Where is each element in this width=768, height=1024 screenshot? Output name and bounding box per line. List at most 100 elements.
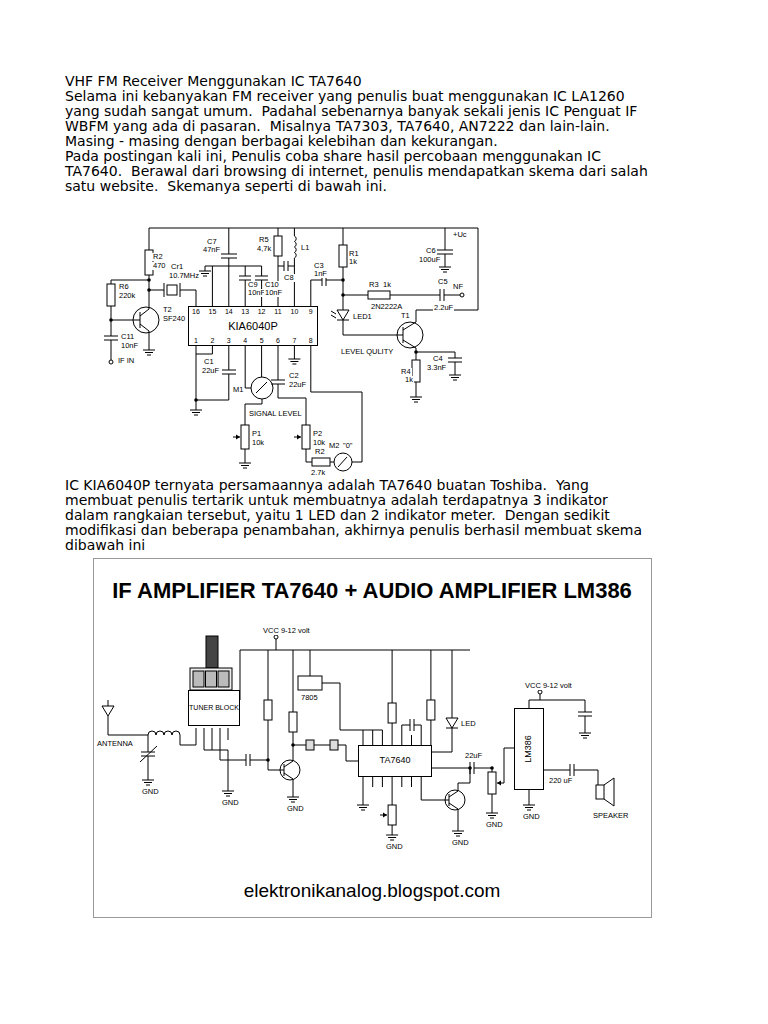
ground-label: GND: [522, 813, 541, 821]
pin-number: 10: [291, 308, 299, 316]
watermark-url: elektronikanalog.blogspot.com: [244, 880, 501, 902]
page-title: VHF FM Receiver Menggunakan IC TA7640: [65, 74, 655, 89]
component-label: 2.2uF: [433, 304, 454, 312]
pin-number: 4: [243, 337, 247, 345]
ic-package: KIA6040P: [188, 306, 318, 346]
tuner-module: TUNER BLOCK: [188, 690, 240, 726]
pin-number: 12: [258, 308, 266, 316]
component-label: R6: [118, 283, 130, 291]
component-label: P1: [251, 430, 262, 438]
component-label: 22uF: [288, 381, 307, 389]
component-label: 10nF: [120, 342, 139, 350]
component-label: C6: [425, 247, 437, 255]
component-label: 47nF: [202, 246, 221, 254]
component-label: VCC 9-12 volt: [524, 682, 573, 690]
pin-number: 9: [309, 308, 313, 316]
component-label: C3: [313, 262, 325, 270]
component-label: L1: [300, 244, 310, 252]
component-label: C8: [283, 274, 295, 282]
ground-label: GND: [141, 788, 160, 796]
component-label: 2N2222A: [370, 303, 403, 311]
pin-number: 1: [194, 337, 198, 345]
component-label: "0": [342, 442, 354, 450]
part-name: KIA6040P: [228, 320, 278, 332]
pin-number: 16: [192, 308, 200, 316]
component-label: C4: [432, 355, 444, 363]
schematic-kia6040p: [104, 228, 478, 471]
schematic-ta7640-lm386: [94, 559, 652, 918]
ic-package: TA7640: [358, 745, 432, 777]
component-label: M1: [232, 386, 244, 394]
component-label: C7: [206, 238, 218, 246]
component-label: P2: [312, 430, 323, 438]
component-label: 1nF: [313, 270, 328, 278]
component-label: 10nF: [264, 289, 283, 297]
component-label: ANTENNA: [96, 740, 134, 748]
part-name: TA7640: [380, 756, 411, 766]
component-label: C11: [120, 333, 135, 341]
pin-number: 7: [292, 337, 296, 345]
ground-label: GND: [221, 799, 240, 807]
pin-number: 14: [225, 308, 233, 316]
ic-package: LM386: [514, 708, 544, 790]
body-paragraph: IC KIA6040P ternyata persamaannya adalah…: [65, 478, 655, 553]
component-label: R3: [368, 281, 380, 289]
component-label: Cr1: [170, 263, 184, 271]
component-label: R2: [152, 253, 164, 261]
component-label: LED1: [352, 313, 373, 321]
component-label: 7805: [300, 694, 319, 702]
pin-number: 8: [309, 337, 313, 345]
ground-label: GND: [451, 839, 470, 847]
component-label: 1k: [382, 281, 392, 289]
component-label: 4,7k: [256, 245, 272, 253]
figure-title: IF AMPLIFIER TA7640 + AUDIO AMPLIFIER LM…: [112, 578, 632, 604]
component-label: C1: [203, 358, 215, 366]
component-label: C5: [437, 278, 449, 286]
component-label: R1: [348, 250, 360, 258]
component-label: LED: [460, 720, 477, 728]
component-label: R5: [258, 236, 270, 244]
component-label: 22uF: [201, 367, 220, 375]
ground-label: GND: [385, 843, 404, 851]
component-label: M2: [328, 442, 340, 450]
component-label: T2: [162, 306, 173, 314]
component-label: R4: [400, 368, 412, 376]
component-label: 1k: [348, 258, 358, 266]
component-label: +Uc: [452, 231, 468, 239]
part-name: TUNER BLOCK: [189, 704, 239, 712]
component-label: 220k: [118, 292, 136, 300]
component-label: T1: [400, 312, 411, 320]
pin-number: 13: [241, 308, 249, 316]
component-label: 3.3nF: [426, 364, 447, 372]
component-label: 10.7MHz: [168, 272, 200, 280]
component-label: IF IN: [117, 357, 135, 365]
part-name: LM386: [524, 735, 534, 763]
pin-number: 3: [227, 337, 231, 345]
component-label: C2: [288, 372, 300, 380]
pin-number: 2: [210, 337, 214, 345]
ground-label: GND: [485, 821, 504, 829]
component-label: C10: [264, 281, 280, 289]
body-paragraph: Selama ini kebanyakan FM receiver yang p…: [65, 89, 655, 149]
component-label: LEVEL QULITY: [340, 348, 394, 356]
component-label: 470: [152, 262, 167, 270]
pin-number: 15: [209, 308, 217, 316]
component-label: VCC 9-12 volt: [262, 627, 311, 635]
component-label: 2.7k: [310, 469, 326, 477]
component-label: C9: [247, 281, 259, 289]
component-label: SPEAKER: [592, 812, 629, 820]
component-label: 100uF: [418, 256, 441, 264]
component-label: 220 uF: [548, 777, 573, 785]
ground-label: GND: [286, 805, 305, 813]
component-label: 1k: [404, 376, 414, 384]
component-label: NF: [452, 283, 464, 291]
component-label: 10k: [251, 439, 265, 447]
component-label: SIGNAL LEVEL: [248, 410, 303, 418]
component-label: 22uF: [464, 752, 483, 760]
pin-number: 5: [260, 337, 264, 345]
component-label: 10k: [312, 439, 326, 447]
body-paragraph: Pada postingan kali ini, Penulis coba sh…: [65, 149, 655, 194]
pin-number: 6: [276, 337, 280, 345]
component-label: SF240: [162, 315, 186, 323]
